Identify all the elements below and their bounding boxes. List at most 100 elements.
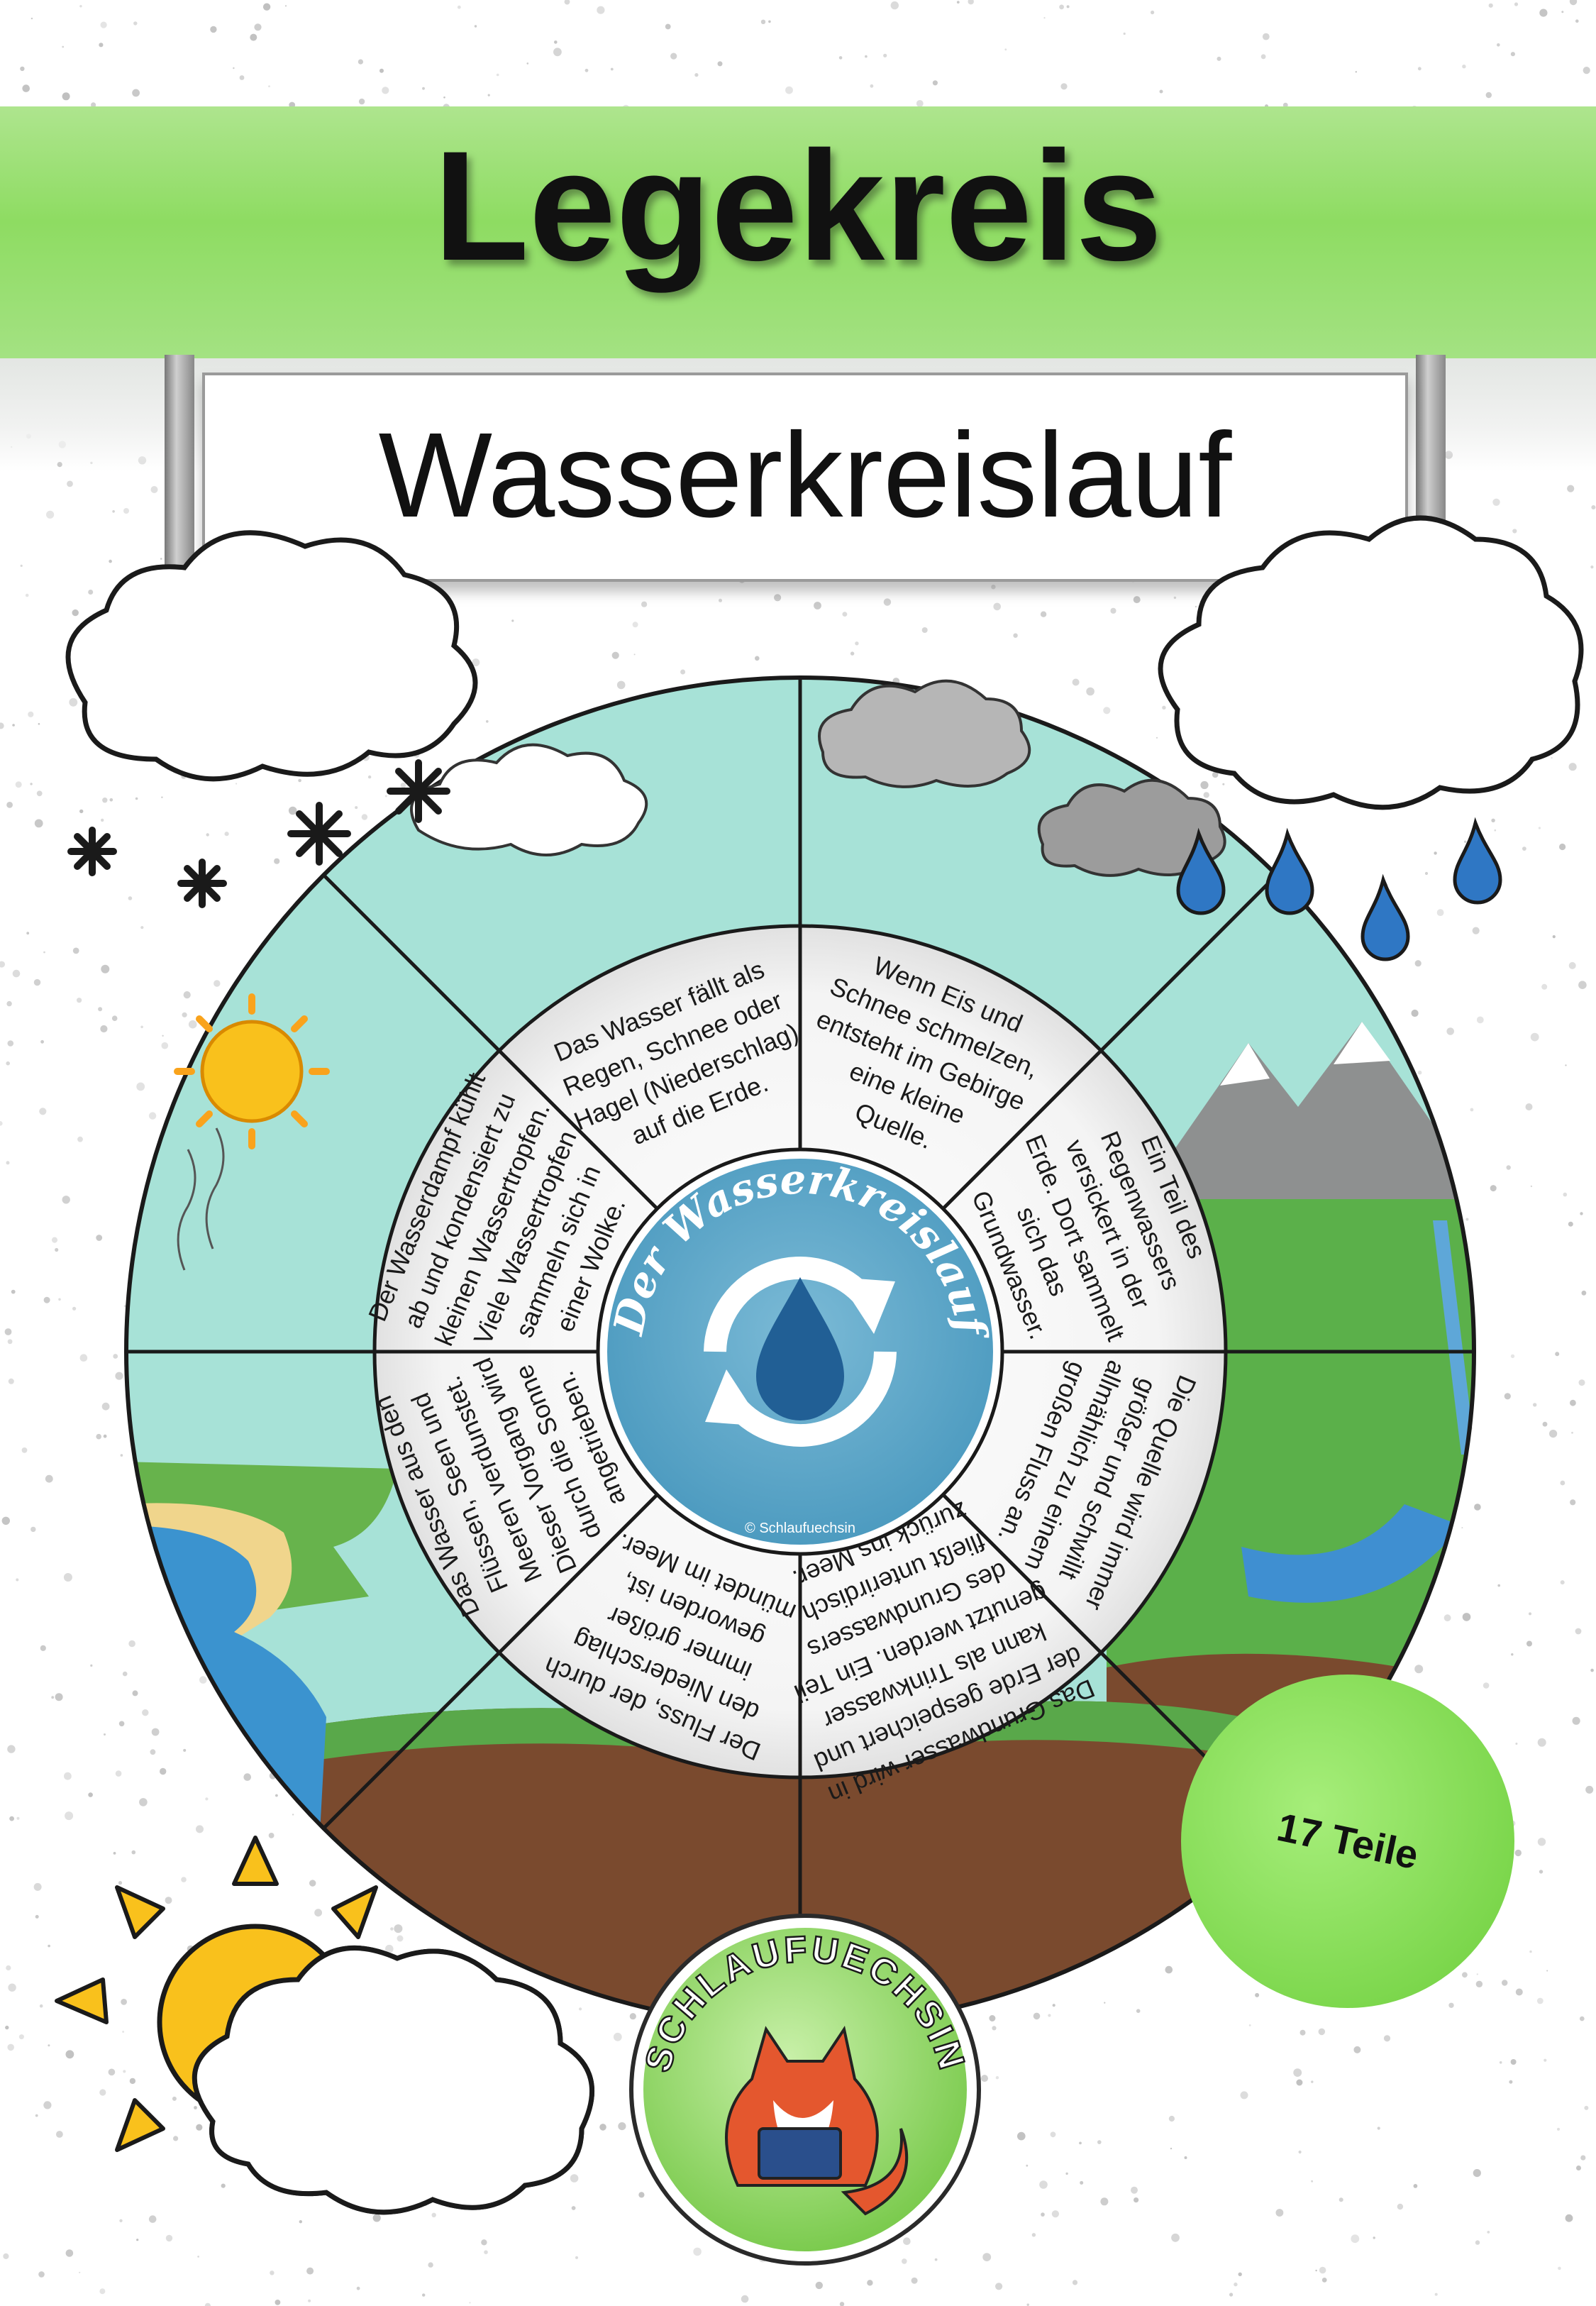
speckle-dot xyxy=(428,2262,433,2268)
speckle-dot xyxy=(1578,1379,1585,1386)
speckle-dot xyxy=(150,486,158,493)
speckle-dot xyxy=(916,100,924,107)
speckle-dot xyxy=(43,1296,50,1303)
speckle-dot xyxy=(128,1640,135,1648)
speckle-dot xyxy=(1162,705,1166,710)
speckle-dot xyxy=(1504,1393,1511,1400)
speckle-dot xyxy=(194,2106,197,2109)
speckle-dot xyxy=(956,1,960,4)
speckle-dot xyxy=(902,2258,907,2264)
speckle-dot xyxy=(20,564,23,568)
speckle-dot xyxy=(30,783,33,785)
speckle-dot xyxy=(132,89,140,97)
speckle-dot xyxy=(484,2250,488,2254)
speckle-dot xyxy=(1026,2303,1029,2306)
speckle-dot xyxy=(719,598,722,602)
speckle-dot xyxy=(379,68,384,73)
speckle-dot xyxy=(1413,2184,1418,2188)
cycle-arrows-icon xyxy=(704,1257,897,1447)
speckle-dot xyxy=(839,2302,845,2306)
speckle-dot xyxy=(0,1121,3,1126)
speckle-dot xyxy=(1222,783,1225,785)
speckle-dot xyxy=(1041,2212,1045,2217)
speckle-dot xyxy=(511,619,514,622)
speckle-dot xyxy=(1591,505,1596,509)
speckle-dot xyxy=(298,778,301,783)
speckle-dot xyxy=(268,85,270,87)
speckle-dot xyxy=(1506,1165,1511,1170)
speckle-dot xyxy=(1487,2231,1490,2234)
speckle-dot xyxy=(1079,2141,1082,2145)
speckle-dot xyxy=(8,1983,16,1992)
speckle-dot xyxy=(1296,2079,1303,2086)
speckle-dot xyxy=(1537,1838,1546,1846)
speckle-dot xyxy=(16,1578,19,1582)
speckle-dot xyxy=(306,2267,314,2275)
speckle-dot xyxy=(1476,1973,1478,1975)
speckle-dot xyxy=(123,508,129,514)
speckle-dot xyxy=(1165,1965,1173,1974)
speckle-dot xyxy=(384,795,387,798)
speckle-dot xyxy=(1536,1997,1544,2004)
water-drop-icon xyxy=(756,1277,844,1420)
speckle-dot xyxy=(768,20,771,23)
speckle-dot xyxy=(123,1305,126,1308)
speckle-dot xyxy=(262,3,271,11)
speckle-dot xyxy=(1576,2166,1581,2170)
speckle-dot xyxy=(79,1354,88,1362)
speckle-dot xyxy=(55,1247,59,1252)
speckle-dot xyxy=(597,6,605,14)
speckle-dot xyxy=(1050,2131,1056,2138)
speckle-dot xyxy=(1097,2140,1102,2144)
speckle-dot xyxy=(1321,2278,1327,2283)
speckle-dot xyxy=(136,2239,139,2241)
green-header-band xyxy=(0,106,1596,362)
speckle-dot xyxy=(270,2271,275,2275)
speckle-dot xyxy=(18,2034,24,2040)
speckle-dot xyxy=(1240,2091,1248,2100)
speckle-dot xyxy=(183,991,191,999)
speckle-dot xyxy=(1542,1421,1548,1427)
speckle-dot xyxy=(1424,871,1429,876)
speckle-dot xyxy=(122,1671,128,1677)
speckle-dot xyxy=(1004,48,1007,51)
speckle-dot xyxy=(56,2131,63,2138)
speckle-dot xyxy=(486,720,489,723)
speckle-dot xyxy=(1561,11,1564,13)
speckle-dot xyxy=(1351,2234,1360,2244)
speckle-dot xyxy=(1485,92,1492,99)
speckle-dot xyxy=(254,23,262,31)
speckle-dot xyxy=(1539,1870,1544,1874)
speckle-dot xyxy=(148,2215,157,2223)
speckle-dot xyxy=(1446,1027,1454,1035)
speckle-dot xyxy=(1217,56,1221,61)
speckle-dot xyxy=(372,2214,381,2222)
speckle-dot xyxy=(382,87,389,94)
speckle-dot xyxy=(40,1645,46,1651)
speckle-dot xyxy=(1462,1972,1468,1978)
speckle-dot xyxy=(1565,1064,1567,1066)
speckle-dot xyxy=(1203,792,1209,798)
speckle-dot xyxy=(274,858,280,864)
raindrop-icon xyxy=(1176,817,1502,961)
speckle-dot xyxy=(165,1897,172,1904)
speckle-dot xyxy=(1104,2002,1106,2004)
speckle-dot xyxy=(1066,5,1070,9)
speckle-dot xyxy=(1260,54,1266,60)
speckle-dot xyxy=(69,697,78,707)
speckle-dot xyxy=(235,783,238,785)
parts-badge xyxy=(1181,1675,1514,2008)
speckle-dot xyxy=(1103,707,1111,715)
ring-dividers xyxy=(126,678,1474,2026)
speckle-dot xyxy=(204,2302,211,2306)
speckle-dot xyxy=(26,932,30,935)
speckle-dot xyxy=(102,798,108,803)
speckle-dot xyxy=(288,806,297,815)
speckle-dot xyxy=(1580,2016,1585,2021)
speckle-dot xyxy=(43,951,45,954)
speckle-dot xyxy=(12,969,21,978)
speckle-dot xyxy=(181,1877,187,1882)
speckle-dot xyxy=(638,2192,645,2198)
speckle-dot xyxy=(1229,2293,1234,2297)
speckle-dot xyxy=(474,25,477,28)
